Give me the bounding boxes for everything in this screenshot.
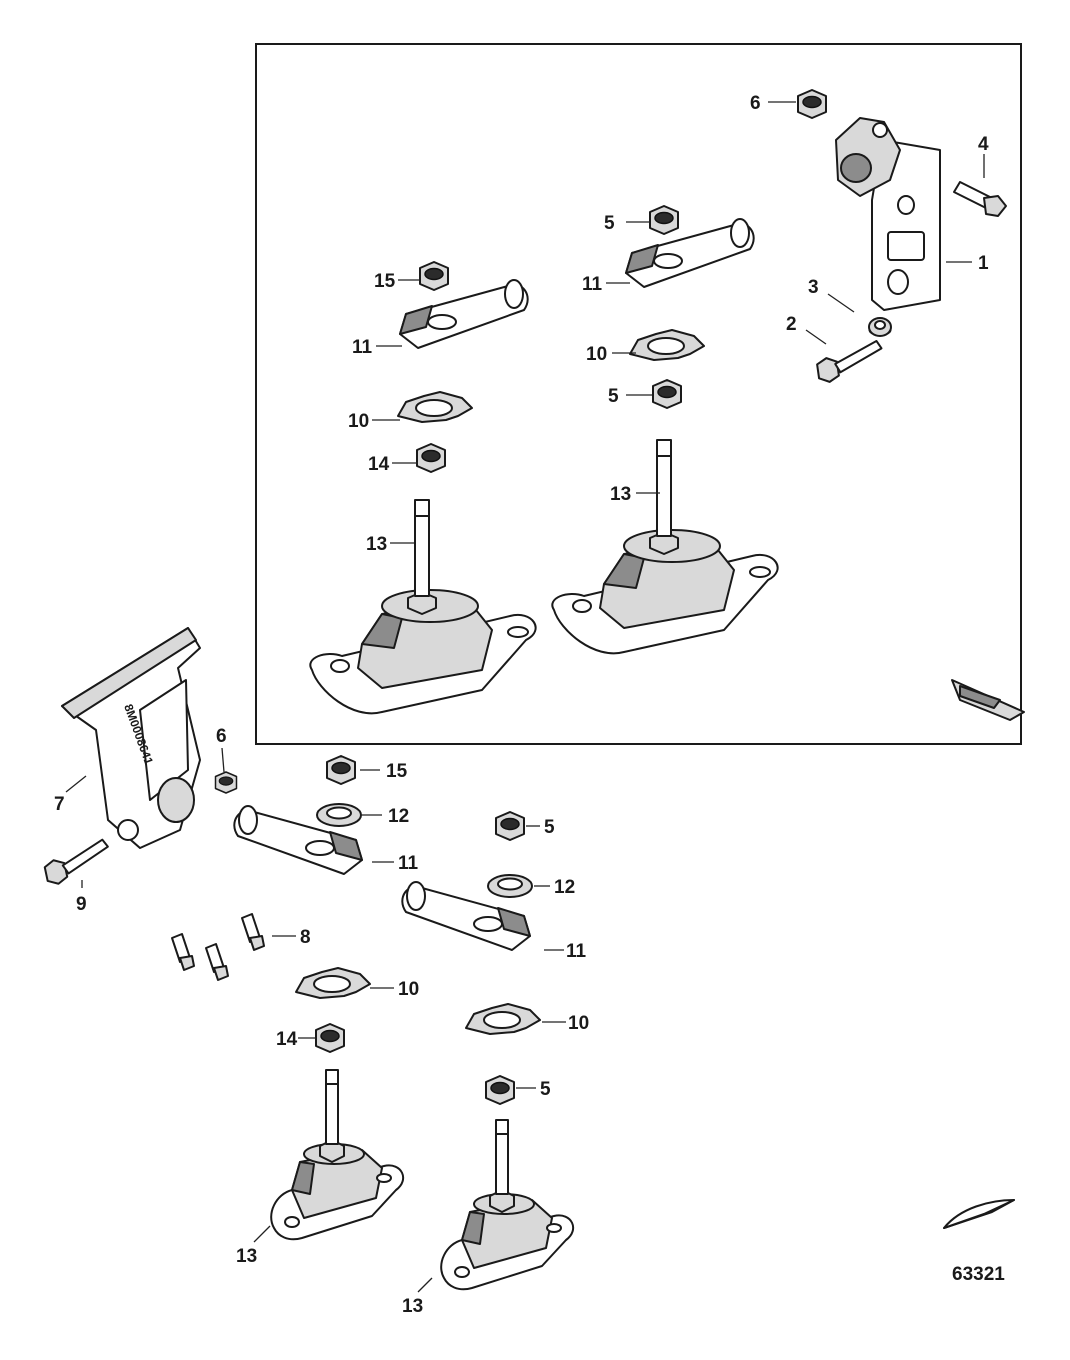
tab-washer-10-outside-left [295, 967, 371, 999]
boat-orientation-icon [943, 1199, 1015, 1229]
callout-5-outside-lower: 5 [540, 1079, 551, 1100]
callout-9: 9 [76, 894, 87, 915]
callout-14-inset: 14 [368, 454, 390, 475]
bolt-4 [953, 181, 1007, 217]
clamp-arm-11-right [625, 218, 755, 288]
callout-2: 2 [786, 314, 797, 335]
nut-5-lower-inset [652, 379, 682, 409]
callout-13-outside-left: 13 [236, 1246, 257, 1267]
bolt-9 [40, 837, 115, 887]
tab-washer-10-right [629, 329, 705, 361]
callout-13-inset-left: 13 [366, 534, 387, 555]
callout-10-inset-right: 10 [586, 344, 607, 365]
engine-mount-13-right [551, 439, 779, 655]
screw-8-c [241, 913, 265, 951]
tab-washer-10-outside-right [465, 1003, 541, 1035]
leader-lines [65, 101, 985, 1293]
callout-13-inset-right: 13 [610, 484, 631, 505]
engine-mount-13-outside-left [270, 1069, 405, 1241]
callout-11-inset-left: 11 [352, 337, 373, 358]
nut-15-outside [326, 755, 356, 785]
callout-7: 7 [54, 794, 65, 815]
bolt-2 [814, 339, 887, 385]
nut-5-outside-upper [495, 811, 525, 841]
lock-washer-3-hole [874, 320, 886, 330]
nut-14-inset [416, 443, 446, 473]
tab-washer-10-left [397, 391, 473, 423]
callout-5-inset-lower: 5 [608, 386, 619, 407]
flat-washer-12-left [316, 803, 362, 827]
callout-5-inset-upper: 5 [604, 213, 615, 234]
callout-1: 1 [978, 253, 989, 274]
callout-labels: 6 4 1 3 2 5 11 10 5 13 15 11 10 14 13 6 … [54, 93, 1005, 1317]
callout-10-outside-right: 10 [568, 1013, 589, 1034]
figure-id: 63321 [952, 1264, 1005, 1285]
callout-3: 3 [808, 277, 819, 298]
callout-15-inset: 15 [374, 271, 396, 292]
callout-11-inset-right: 11 [582, 274, 603, 295]
inset-frame [255, 43, 1022, 745]
engine-mount-13-left [309, 499, 537, 715]
callout-6-outside: 6 [216, 726, 227, 747]
callout-10-inset-left: 10 [348, 411, 369, 432]
engine-bracket-7: 8M0008641 [61, 627, 201, 849]
callout-12-left: 12 [388, 806, 409, 827]
nut-6-inset [797, 89, 827, 119]
nut-5-outside-lower [485, 1075, 515, 1105]
nut-5-upper-inset [649, 205, 679, 235]
callout-13-outside-right: 13 [402, 1296, 423, 1317]
nut-15-inset [419, 261, 449, 291]
callout-8: 8 [300, 927, 311, 948]
bracket-plate [835, 117, 941, 311]
callout-11-outside-left: 11 [398, 853, 419, 874]
engine-mount-13-outside-right [440, 1119, 575, 1291]
callout-11-outside-right: 11 [566, 941, 587, 962]
nut-14-outside [315, 1023, 345, 1053]
screw-8-b [205, 943, 229, 981]
nut-6-outside [214, 771, 238, 794]
callout-15-outside: 15 [386, 761, 408, 782]
boat-orientation-icon-inset [951, 679, 1025, 721]
clamp-arm-11-left [399, 279, 529, 349]
callout-5-outside-upper: 5 [544, 817, 555, 838]
callout-6-inset: 6 [750, 93, 761, 114]
flat-washer-12-right [487, 874, 533, 898]
callout-14-outside: 14 [276, 1029, 298, 1050]
screw-8-a [171, 933, 195, 971]
callout-12-right: 12 [554, 877, 575, 898]
callout-4: 4 [978, 134, 989, 155]
callout-10-outside-left: 10 [398, 979, 419, 1000]
